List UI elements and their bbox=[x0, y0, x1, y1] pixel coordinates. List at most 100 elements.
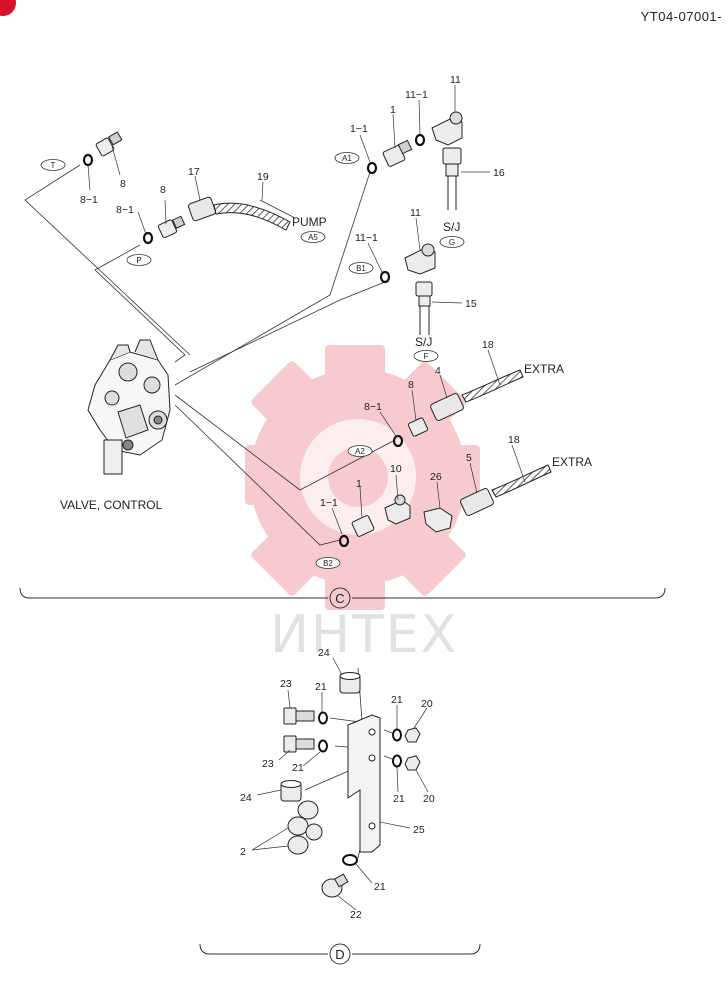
extra-hose-18-lower bbox=[491, 464, 552, 498]
callout-21-e: 21 bbox=[374, 881, 386, 893]
valve-control-caption: VALVE, CONTROL bbox=[60, 498, 163, 512]
adapter-1-top bbox=[382, 139, 413, 167]
section-d-callout-leaders bbox=[251, 657, 429, 911]
section-c-badge: C bbox=[335, 591, 344, 606]
extra-label-upper: EXTRA bbox=[524, 362, 564, 376]
callout-8-low: 8 bbox=[408, 379, 414, 391]
collar-24-top bbox=[339, 672, 361, 694]
callout-8-1-top: 8−1 bbox=[80, 194, 98, 206]
callout-22: 22 bbox=[350, 909, 362, 921]
port-a5-label: A5 bbox=[308, 233, 318, 242]
o-ring-8-1-low bbox=[392, 434, 404, 448]
fitting-8-low bbox=[407, 417, 429, 437]
elbow-11-mid bbox=[404, 243, 436, 275]
callout-23-low: 23 bbox=[262, 758, 274, 770]
o-ring-11-1-mid bbox=[379, 270, 391, 284]
adapter-1-low bbox=[351, 515, 375, 537]
pump-hose-17-19 bbox=[187, 196, 291, 231]
callout-2: 2 bbox=[240, 846, 246, 858]
port-b2-label: B2 bbox=[323, 559, 333, 568]
section-c-callouts: 8 8−1 8 8−1 17 19 1−1 1 11−1 11 16 11 11… bbox=[80, 74, 520, 509]
fitting-8-mid bbox=[157, 215, 186, 239]
swivel-joint-15 bbox=[415, 281, 433, 335]
port-f-label: F bbox=[424, 352, 429, 361]
section-d-bracket bbox=[199, 943, 481, 965]
hose-end-4 bbox=[430, 392, 464, 422]
port-b1-label: B1 bbox=[356, 264, 366, 273]
pump-label: PUMP bbox=[292, 215, 327, 229]
callout-10: 10 bbox=[390, 463, 402, 475]
callout-25: 25 bbox=[413, 824, 425, 836]
port-a2-label: A2 bbox=[355, 447, 365, 456]
callout-21-d: 21 bbox=[393, 793, 405, 805]
swivel-joint-g-label: S/J bbox=[443, 220, 460, 234]
callout-1-1-low: 1−1 bbox=[320, 497, 338, 509]
section-c-bracket bbox=[19, 587, 666, 609]
callout-8-1-mid: 8−1 bbox=[116, 204, 134, 216]
callout-18-upper: 18 bbox=[482, 339, 494, 351]
callout-20-b: 20 bbox=[423, 793, 435, 805]
extra-label-lower: EXTRA bbox=[552, 455, 592, 469]
hose-end-5 bbox=[460, 487, 494, 517]
callout-23-top: 23 bbox=[280, 678, 292, 690]
collar-24-low bbox=[280, 780, 302, 802]
callout-5: 5 bbox=[466, 452, 472, 464]
callout-11-1-mid: 11−1 bbox=[355, 232, 378, 244]
extra-hose-18-upper bbox=[461, 369, 524, 403]
bolt-23-low bbox=[283, 735, 315, 753]
o-ring-8-1-top bbox=[82, 153, 94, 167]
fitting-8-top bbox=[95, 131, 123, 157]
callout-1-top: 1 bbox=[390, 104, 396, 116]
pin-22 bbox=[321, 873, 349, 898]
rollers-2 bbox=[287, 800, 323, 855]
nuts-20 bbox=[404, 727, 421, 771]
callout-8-1-low: 8−1 bbox=[364, 401, 382, 413]
callout-21-c: 21 bbox=[292, 762, 304, 774]
callout-24-top: 24 bbox=[318, 647, 330, 659]
callout-11-1-top: 11−1 bbox=[405, 89, 428, 101]
bolt-23-top bbox=[283, 707, 315, 725]
callout-4: 4 bbox=[435, 365, 441, 377]
callout-19: 19 bbox=[257, 171, 269, 183]
callout-11-top: 11 bbox=[450, 74, 461, 86]
callout-24-low: 24 bbox=[240, 792, 252, 804]
document-code: YT04-07001- bbox=[640, 9, 722, 24]
callout-21-b: 21 bbox=[391, 694, 403, 706]
port-a1-label: A1 bbox=[342, 154, 352, 163]
callout-21-a: 21 bbox=[315, 681, 327, 693]
callout-1-1-top: 1−1 bbox=[350, 123, 368, 135]
section-d-callouts: 24 23 21 21 20 23 21 21 20 24 25 2 21 22 bbox=[240, 647, 435, 921]
callout-11-mid: 11 bbox=[410, 207, 421, 219]
port-t-label: T bbox=[51, 161, 56, 170]
callout-8-top: 8 bbox=[120, 178, 126, 190]
port-labels: T P A1 A5 B1 G F A2 B2 bbox=[51, 154, 456, 568]
callout-26: 26 bbox=[430, 471, 442, 483]
callout-8-mid: 8 bbox=[160, 184, 166, 196]
swivel-joint-16 bbox=[442, 147, 462, 210]
port-p-label: P bbox=[136, 256, 141, 265]
callout-20-a: 20 bbox=[421, 698, 433, 710]
callout-leaders bbox=[87, 85, 526, 535]
watermark-gear-icon bbox=[245, 345, 480, 610]
callout-18-lower: 18 bbox=[508, 434, 520, 446]
callout-1-low: 1 bbox=[356, 478, 362, 490]
o-ring-1-1-top bbox=[366, 161, 378, 175]
washers-21 bbox=[318, 711, 402, 866]
elbow-11-top bbox=[431, 111, 463, 146]
callout-16: 16 bbox=[493, 167, 505, 179]
o-ring-8-1-mid bbox=[142, 231, 154, 245]
control-valve-body bbox=[87, 339, 171, 475]
callout-17: 17 bbox=[188, 166, 200, 178]
plate-25 bbox=[347, 714, 381, 853]
port-g-label: G bbox=[449, 238, 455, 247]
o-ring-11-1-top bbox=[414, 133, 426, 147]
port-ovals bbox=[40, 152, 465, 569]
section-d-badge: D bbox=[335, 947, 344, 962]
elbow-10 bbox=[384, 494, 411, 525]
corner-marker bbox=[0, 0, 16, 16]
callout-15: 15 bbox=[465, 298, 477, 310]
watermark-text: ИНТЕХ bbox=[270, 605, 458, 665]
o-ring-1-1-low bbox=[338, 534, 350, 548]
